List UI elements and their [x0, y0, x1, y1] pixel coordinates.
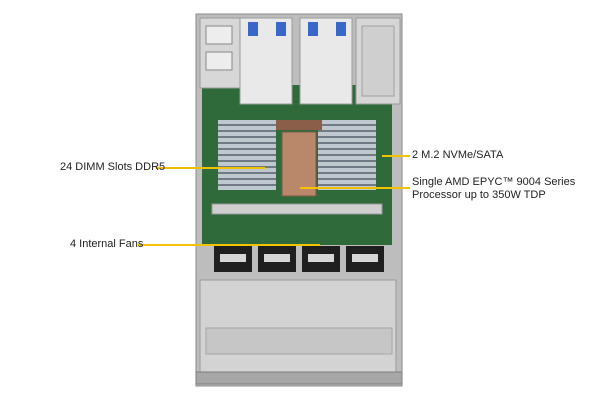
- dimm-bank-left: [218, 120, 276, 190]
- drive-bay-slot: [205, 51, 233, 71]
- air-shroud: [211, 203, 383, 215]
- front-bay-panel: [205, 327, 393, 355]
- dimm-label: 24 DIMM Slots DDR5: [60, 161, 166, 173]
- fan-row: [214, 246, 384, 272]
- dimm-slot: [318, 130, 376, 132]
- dimm-slot: [318, 184, 376, 186]
- dimm-slot: [318, 142, 376, 144]
- dimm-bank-right: [318, 120, 376, 190]
- dimm-slot: [218, 178, 276, 180]
- fan-label: [264, 254, 290, 262]
- front-bay-cover: [199, 279, 397, 373]
- dimm-slot: [218, 184, 276, 186]
- riser-latch: [248, 22, 258, 36]
- dimm-slot: [318, 154, 376, 156]
- dimm-slot: [218, 172, 276, 174]
- fan-label: [308, 254, 334, 262]
- dimm-slot: [318, 166, 376, 168]
- m2-label: 2 M.2 NVMe/SATA: [412, 149, 504, 161]
- dimm-slot: [318, 178, 376, 180]
- dimm-slot: [318, 124, 376, 126]
- dimm-slot: [218, 142, 276, 144]
- dimm-slot: [218, 130, 276, 132]
- cpu-heatsink: [281, 131, 317, 197]
- dimm-slot: [318, 172, 376, 174]
- dimm-slot: [318, 148, 376, 150]
- dimm-slot: [218, 148, 276, 150]
- riser-latch: [336, 22, 346, 36]
- cpu-bracket: [276, 120, 322, 130]
- fans-label: 4 Internal Fans: [70, 238, 144, 250]
- psu-module: [361, 25, 395, 97]
- cpu-label-line2: Processor up to 350W TDP: [412, 189, 546, 201]
- dimm-slot: [218, 124, 276, 126]
- fan-label: [220, 254, 246, 262]
- cpu-label-line1: Single AMD EPYC™ 9004 Series: [412, 176, 576, 188]
- drive-bay-slot: [205, 25, 233, 45]
- dimm-slot: [218, 160, 276, 162]
- riser-latch: [276, 22, 286, 36]
- dimm-slot: [318, 136, 376, 138]
- front-bezel: [195, 371, 403, 385]
- dimm-slot: [218, 154, 276, 156]
- riser-latch: [308, 22, 318, 36]
- fan-label: [352, 254, 378, 262]
- dimm-slot: [318, 160, 376, 162]
- dimm-slot: [218, 136, 276, 138]
